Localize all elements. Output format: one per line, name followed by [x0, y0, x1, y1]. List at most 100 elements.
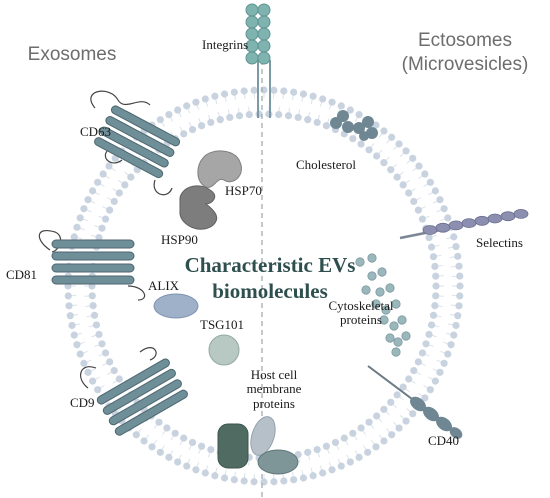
lipid-head [395, 140, 403, 148]
lipid-head [94, 386, 102, 394]
lipid-head [105, 162, 113, 170]
cytoskeletal-bead [375, 287, 385, 297]
cytoskeletal-bead [393, 337, 403, 347]
lipid-head [66, 312, 74, 320]
lipid-head [84, 196, 92, 204]
lipid-head [309, 92, 317, 100]
lipid-head [393, 173, 401, 181]
lipid-head [429, 311, 438, 319]
host-label-line3: proteins [253, 395, 295, 411]
host-cell-membrane-proteins-icon [217, 416, 299, 475]
lipid-head [304, 448, 312, 456]
lipid-head [197, 442, 206, 450]
lipid-head [410, 197, 418, 206]
lipid-head [380, 159, 388, 167]
lipid-head [410, 366, 418, 375]
lipid-head [372, 121, 380, 129]
selectin-bead [513, 208, 529, 219]
lipid-head [89, 377, 97, 385]
lipid-head [422, 340, 430, 348]
lipid-head [250, 86, 258, 94]
tsg101-icon [208, 334, 240, 366]
lipid-head [284, 112, 293, 120]
lipid-head [240, 477, 248, 485]
lipid-head [340, 434, 348, 442]
lipid-head [73, 223, 81, 231]
lipid-head [387, 398, 395, 406]
lipid-head [110, 197, 118, 206]
lipid-head [364, 448, 372, 456]
lipid-head [70, 233, 78, 241]
cholesterol-icon [330, 110, 378, 141]
lipid-head [207, 445, 215, 454]
lipid-head [414, 206, 422, 214]
lipid-head [328, 98, 336, 106]
lipid-head [436, 196, 444, 204]
lipid-head [220, 90, 229, 98]
lipid-head [211, 92, 219, 100]
center-title-line2: biomolecules [212, 279, 328, 304]
lipid-head [425, 233, 433, 242]
cytoskeletal-label-line1: Cytoskeletal [328, 298, 394, 313]
selectins-label: Selectins [476, 235, 523, 250]
lipid-head [235, 112, 244, 120]
integrin-bead [245, 15, 259, 29]
lipid-head [452, 321, 460, 330]
lipid-head [201, 469, 209, 477]
lipid-head [431, 377, 439, 385]
lipid-head [304, 116, 312, 124]
lipid-head [140, 437, 148, 445]
lipid-head [431, 302, 439, 310]
lipid-head [101, 215, 110, 223]
integrins-icon [245, 3, 271, 118]
cytoskeletal-bead [361, 285, 371, 295]
lipid-head [89, 187, 97, 195]
lipid-head [456, 272, 464, 280]
lipid-head [183, 462, 191, 470]
cytoskeletal-bead [367, 253, 377, 263]
ectosomes-heading: Ectosomes [418, 30, 512, 51]
lipid-head [94, 178, 102, 186]
lipid-head [402, 417, 410, 425]
cytoskeletal-bead [391, 347, 401, 357]
lipid-head [132, 431, 140, 439]
cytoskeletal-bead [381, 305, 391, 315]
lipid-head [299, 474, 308, 482]
lipid-head [180, 434, 188, 442]
selectins-icon [399, 208, 529, 240]
lipid-head [275, 111, 283, 119]
lipid-head [127, 173, 135, 181]
lipid-head [290, 476, 298, 484]
lipid-head [452, 242, 460, 251]
lipid-head [174, 106, 182, 114]
lipid-head [444, 350, 452, 358]
lipid-head [355, 453, 363, 461]
lipid-head [380, 405, 388, 413]
lipid-head [387, 166, 395, 174]
host-label-line2: membrane [246, 381, 302, 397]
lipid-head [188, 125, 197, 134]
integrin-bead [257, 27, 271, 41]
lipid-head [270, 478, 278, 486]
integrin-bead [257, 3, 271, 17]
lipid-head [84, 368, 92, 376]
lipid-head [155, 418, 163, 426]
lipid-head [180, 130, 188, 138]
lipid-head [418, 215, 427, 223]
lipid-head [76, 214, 84, 222]
selectin-bead [500, 211, 516, 222]
lipid-head [99, 170, 107, 178]
cd40-icon [367, 365, 463, 439]
cytoskeletal-bead [385, 283, 395, 293]
cytoskeletal-bead [377, 267, 387, 277]
cytoskeletal-proteins-icon [355, 253, 411, 357]
lipid-head [337, 102, 345, 110]
cytoskeletal-bead [385, 333, 395, 343]
lipid-head [421, 170, 429, 178]
lipid-head [207, 118, 215, 127]
lipid-head [280, 87, 288, 95]
lipid-head [148, 443, 156, 451]
lipid-head [380, 437, 388, 445]
lipid-head [373, 152, 381, 160]
lipid-head [346, 458, 354, 466]
